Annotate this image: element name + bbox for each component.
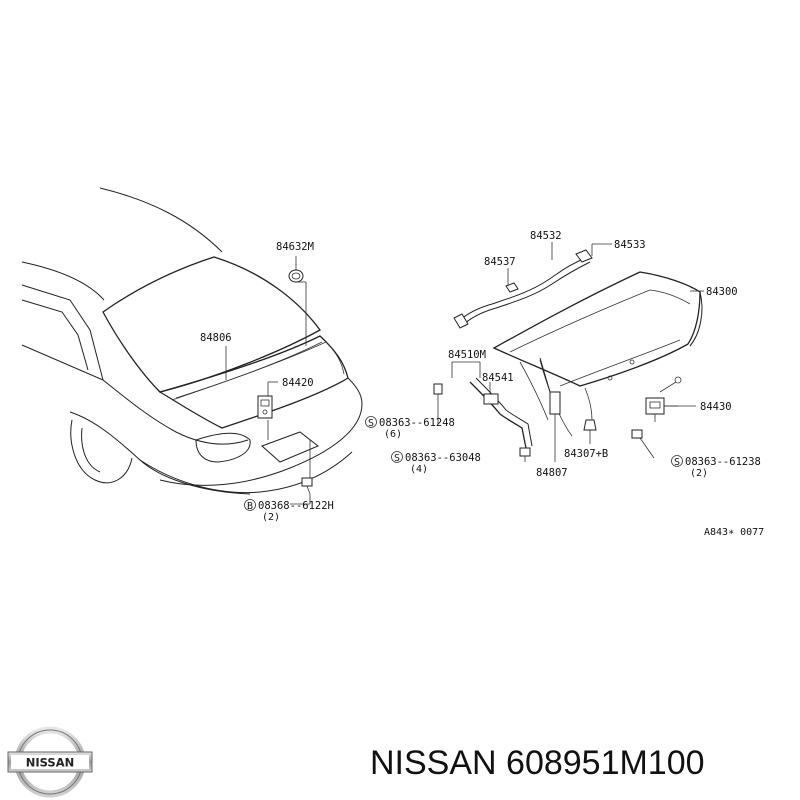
car-body-outline [21, 187, 363, 495]
screw-symbol [365, 416, 377, 428]
label-08363-61238-qty: (2) [690, 468, 708, 479]
nissan-logo: NISSAN [7, 726, 93, 798]
screw-symbol [391, 451, 403, 463]
screw-symbol-letter: S [394, 453, 400, 464]
lid-lock [631, 376, 682, 439]
svg-text:NISSAN: NISSAN [26, 756, 74, 770]
label-08368-6122H: 08368--6122H [258, 500, 334, 512]
hinge-assembly [433, 377, 533, 457]
label-84807: 84807 [536, 467, 568, 479]
screw-symbol [671, 455, 683, 467]
label-84300: 84300 [706, 286, 738, 298]
diagram-reference-code: A843∗ 0077 [704, 527, 764, 538]
label-08363-63048-qty: (4) [410, 464, 428, 475]
label-84541: 84541 [482, 372, 514, 384]
label-84510M: 84510M [448, 349, 486, 361]
release-cable [453, 249, 593, 329]
label-84430: 84430 [700, 401, 732, 413]
left-parts [257, 269, 313, 495]
label-84806: 84806 [200, 332, 232, 344]
lid-stay [539, 357, 561, 462]
screw-symbol-letter: S [674, 457, 680, 468]
right-leaders [437, 242, 704, 462]
part-labels: 84632M 84806 84420 S 08363--61248 (6) S … [200, 230, 764, 538]
label-08363-61248: 08363--61248 [379, 417, 455, 429]
part-number-caption: NISSAN 608951M100 [370, 744, 705, 782]
bumper-rubber [583, 419, 597, 444]
label-84307B: 84307+B [564, 448, 608, 460]
trunk-lid [492, 271, 703, 437]
label-08363-61248-qty: (6) [384, 429, 402, 440]
label-84420: 84420 [282, 377, 314, 389]
bolt-symbol [244, 499, 256, 511]
label-08368-6122H-qty: (2) [262, 512, 280, 523]
label-08363-63048: 08363--63048 [405, 452, 481, 464]
label-84532: 84532 [530, 230, 562, 242]
label-84533: 84533 [614, 239, 646, 251]
screw-symbol-letter: S [368, 418, 374, 429]
label-08363-61238: 08363--61238 [685, 456, 761, 468]
bolt-symbol-letter: B [247, 501, 253, 512]
label-84537: 84537 [484, 256, 516, 268]
left-leaders [225, 256, 311, 505]
label-84632M: 84632M [276, 241, 314, 253]
